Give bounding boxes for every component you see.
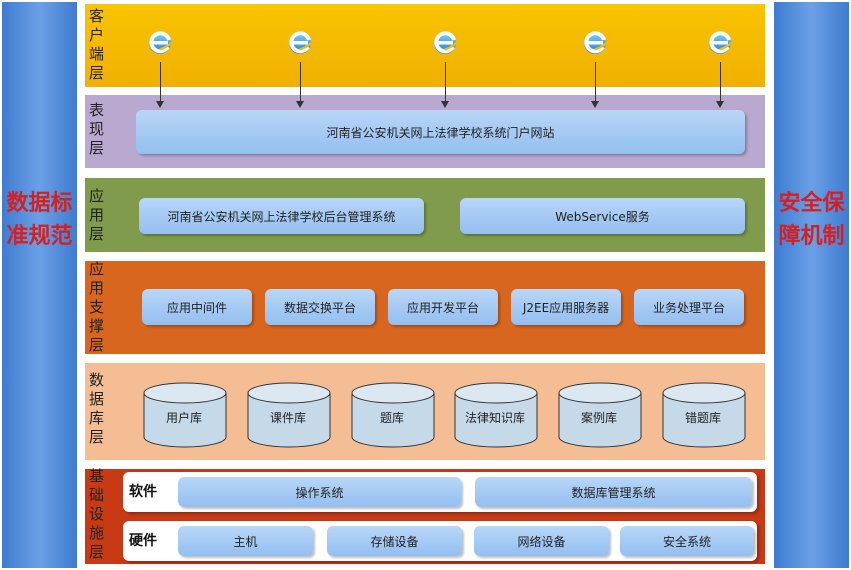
- arrow-client-3: [441, 62, 449, 108]
- database-cylinder: 用户库: [143, 381, 227, 448]
- hardware-row: 硬件 主机 存储设备 网络设备 安全系统: [123, 521, 757, 561]
- data-standards-banner: 数据标准规范: [2, 2, 77, 568]
- database-cylinder: 案例库: [558, 381, 642, 448]
- application-support-layer-label: 应用支撑层: [89, 260, 105, 354]
- database-layer-label: 数据库层: [89, 371, 105, 446]
- software-item-os: 操作系统: [178, 477, 461, 507]
- support-item-data-exchange: 数据交换平台: [265, 289, 375, 325]
- infrastructure-layer: 基础设施层 软件 操作系统 数据库管理系统 硬件 主机 存储设备 网络设备 安全…: [85, 467, 765, 564]
- application-layer-label: 应用层: [89, 187, 105, 243]
- client-layer-label: 客户端层: [89, 7, 105, 82]
- hardware-label: 硬件: [129, 533, 157, 549]
- arrow-client-1: [156, 62, 164, 108]
- hardware-item-storage: 存储设备: [327, 526, 462, 556]
- ie-browser-icon: [284, 26, 316, 58]
- database-cylinder: 课件库: [247, 381, 331, 448]
- database-cylinder: 错题库: [662, 381, 746, 448]
- database-label: 课件库: [269, 411, 306, 425]
- infrastructure-layer-label: 基础设施层: [89, 467, 105, 561]
- database-label: 用户库: [165, 411, 202, 425]
- portal-website-box: 河南省公安机关网上法律学校系统门户网站: [136, 110, 745, 154]
- database-cylinder: 题库: [351, 381, 435, 448]
- arrow-client-2: [296, 62, 304, 108]
- ie-browser-icon: [704, 26, 736, 58]
- hardware-item-security: 安全系统: [620, 526, 754, 556]
- presentation-layer: 表现层 河南省公安机关网上法律学校系统门户网站: [85, 95, 765, 168]
- application-layer: 应用层 河南省公安机关网上法律学校后台管理系统 WebService服务: [85, 178, 765, 252]
- support-item-business-platform: 业务处理平台: [634, 289, 744, 325]
- presentation-layer-label: 表现层: [89, 101, 105, 157]
- hardware-item-host: 主机: [178, 526, 313, 556]
- database-label: 法律知识库: [464, 411, 525, 425]
- database-label: 案例库: [580, 411, 617, 425]
- ie-browser-icon: [579, 26, 611, 58]
- software-label: 软件: [129, 484, 157, 500]
- support-item-j2ee-server: J2EE应用服务器: [511, 289, 621, 325]
- backend-management-system-box: 河南省公安机关网上法律学校后台管理系统: [139, 198, 424, 234]
- software-item-dbms: 数据库管理系统: [475, 477, 752, 507]
- support-item-dev-platform: 应用开发平台: [388, 289, 498, 325]
- data-standards-banner-text: 数据标准规范: [6, 190, 73, 249]
- arrow-client-5: [716, 62, 724, 108]
- security-mechanism-banner-text: 安全保障机制: [778, 190, 845, 249]
- webservice-box: WebService服务: [460, 198, 745, 234]
- security-mechanism-banner: 安全保障机制: [774, 2, 849, 568]
- arrow-client-4: [591, 62, 599, 108]
- database-cylinder: 法律知识库: [454, 381, 538, 448]
- software-row: 软件 操作系统 数据库管理系统: [123, 472, 757, 512]
- ie-browser-icon: [144, 26, 176, 58]
- database-layer: 数据库层 用户库 课件库 题库 法律知识库 案例库 错题库: [85, 363, 765, 460]
- application-support-layer: 应用支撑层 应用中间件 数据交换平台 应用开发平台 J2EE应用服务器 业务处理…: [85, 260, 765, 354]
- client-layer: 客户端层: [85, 4, 765, 87]
- hardware-item-network: 网络设备: [474, 526, 609, 556]
- support-item-middleware: 应用中间件: [142, 289, 252, 325]
- ie-browser-icon: [429, 26, 461, 58]
- database-label: 错题库: [684, 411, 721, 425]
- database-label: 题库: [379, 411, 404, 425]
